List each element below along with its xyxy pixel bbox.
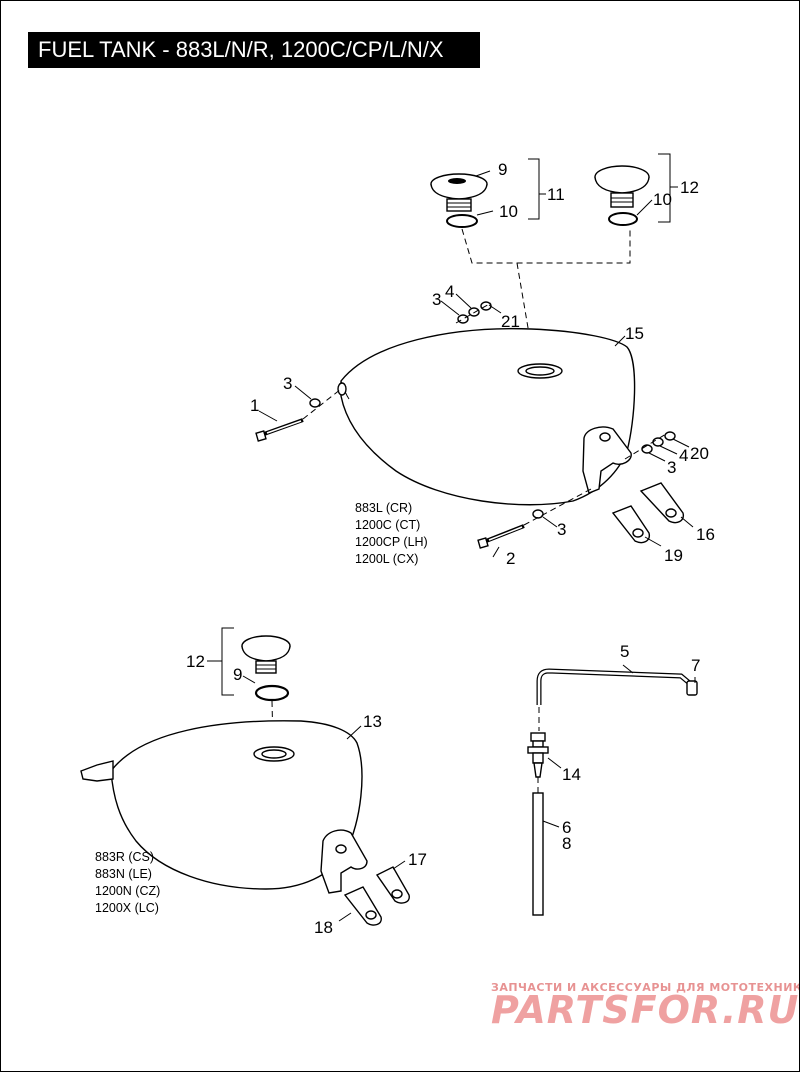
callout-4: 4	[679, 446, 688, 465]
model-label: 1200L (CX)	[355, 552, 418, 566]
fuel-cap-lower	[241, 635, 291, 674]
washer	[641, 444, 653, 454]
mount-pad-19	[611, 505, 650, 544]
page-title: FUEL TANK - 883L/N/R, 1200C/CP/L/N/X	[28, 32, 480, 68]
mount-pad-18	[343, 886, 382, 926]
callout-3: 3	[283, 374, 292, 393]
washer	[309, 398, 321, 408]
bracket-11	[528, 158, 540, 220]
washer	[457, 314, 469, 324]
callout-15: 15	[625, 324, 644, 343]
acorn-nut	[664, 431, 676, 441]
fuel-cap-vented	[430, 173, 488, 212]
washer	[532, 509, 544, 519]
callout-6: 6	[562, 818, 571, 837]
callout-3: 3	[667, 458, 676, 477]
callout-14: 14	[562, 765, 581, 784]
vent-tube	[536, 668, 698, 705]
model-label: 883N (LE)	[95, 867, 152, 881]
callout-10: 10	[499, 202, 518, 221]
model-label: 1200N (CZ)	[95, 884, 160, 898]
callout-5: 5	[620, 642, 629, 661]
callout-9: 9	[498, 160, 507, 179]
callout-1: 1	[250, 396, 259, 415]
callout-3: 3	[432, 290, 441, 309]
callout-21: 21	[501, 312, 520, 331]
model-label: 883R (CS)	[95, 850, 154, 864]
o-ring	[608, 212, 638, 226]
callout-11: 11	[547, 185, 565, 204]
model-label: 1200CP (LH)	[355, 535, 428, 549]
model-label: 1200C (CT)	[355, 518, 420, 532]
callout-12: 12	[680, 178, 699, 197]
mount-pad-17	[375, 866, 410, 904]
bracket-12	[658, 153, 671, 223]
fuel-line	[532, 792, 544, 916]
model-list-lower: 883R (CS) 883N (LE) 1200N (CZ) 1200X (LC…	[95, 850, 160, 915]
locknut	[652, 437, 664, 447]
callout-7: 7	[691, 656, 700, 675]
callout-3: 3	[557, 520, 566, 539]
model-list-upper: 883L (CR) 1200C (CT) 1200CP (LH) 1200L (…	[355, 501, 428, 566]
watermark-tagline: ЗАПЧАСТИ И АКСЕССУАРЫ ДЛЯ МОТОТЕХНИКИ	[491, 981, 799, 994]
callout-8: 8	[562, 834, 571, 853]
callout-20: 20	[690, 444, 709, 463]
callout-12: 12	[186, 652, 205, 671]
o-ring	[254, 684, 290, 702]
fuel-tank-upper	[337, 327, 636, 506]
callout-19: 19	[664, 546, 683, 565]
callout-17: 17	[408, 850, 427, 869]
callout-2: 2	[506, 549, 515, 568]
callout-4: 4	[445, 282, 454, 301]
callout-16: 16	[696, 525, 715, 544]
o-ring	[446, 214, 478, 228]
callout-9: 9	[233, 665, 242, 684]
locknut	[468, 307, 480, 317]
callout-18: 18	[314, 918, 333, 937]
fuel-valve	[527, 732, 549, 778]
callout-13: 13	[363, 712, 382, 731]
bolt-rear	[477, 524, 525, 549]
bolt-front	[255, 418, 304, 442]
fuel-tank-lower	[80, 720, 368, 894]
model-label: 883L (CR)	[355, 501, 412, 515]
watermark: ЗАПЧАСТИ И АКСЕССУАРЫ ДЛЯ МОТОТЕХНИКИ PA…	[491, 981, 799, 1032]
model-label: 1200X (LC)	[95, 901, 159, 915]
mount-pad-16	[639, 482, 684, 524]
fuel-cap-non-vented	[594, 165, 650, 208]
bracket-12-lower	[221, 627, 234, 696]
watermark-brand: PARTSFOR.RU	[491, 988, 799, 1032]
callout-10: 10	[653, 190, 672, 209]
